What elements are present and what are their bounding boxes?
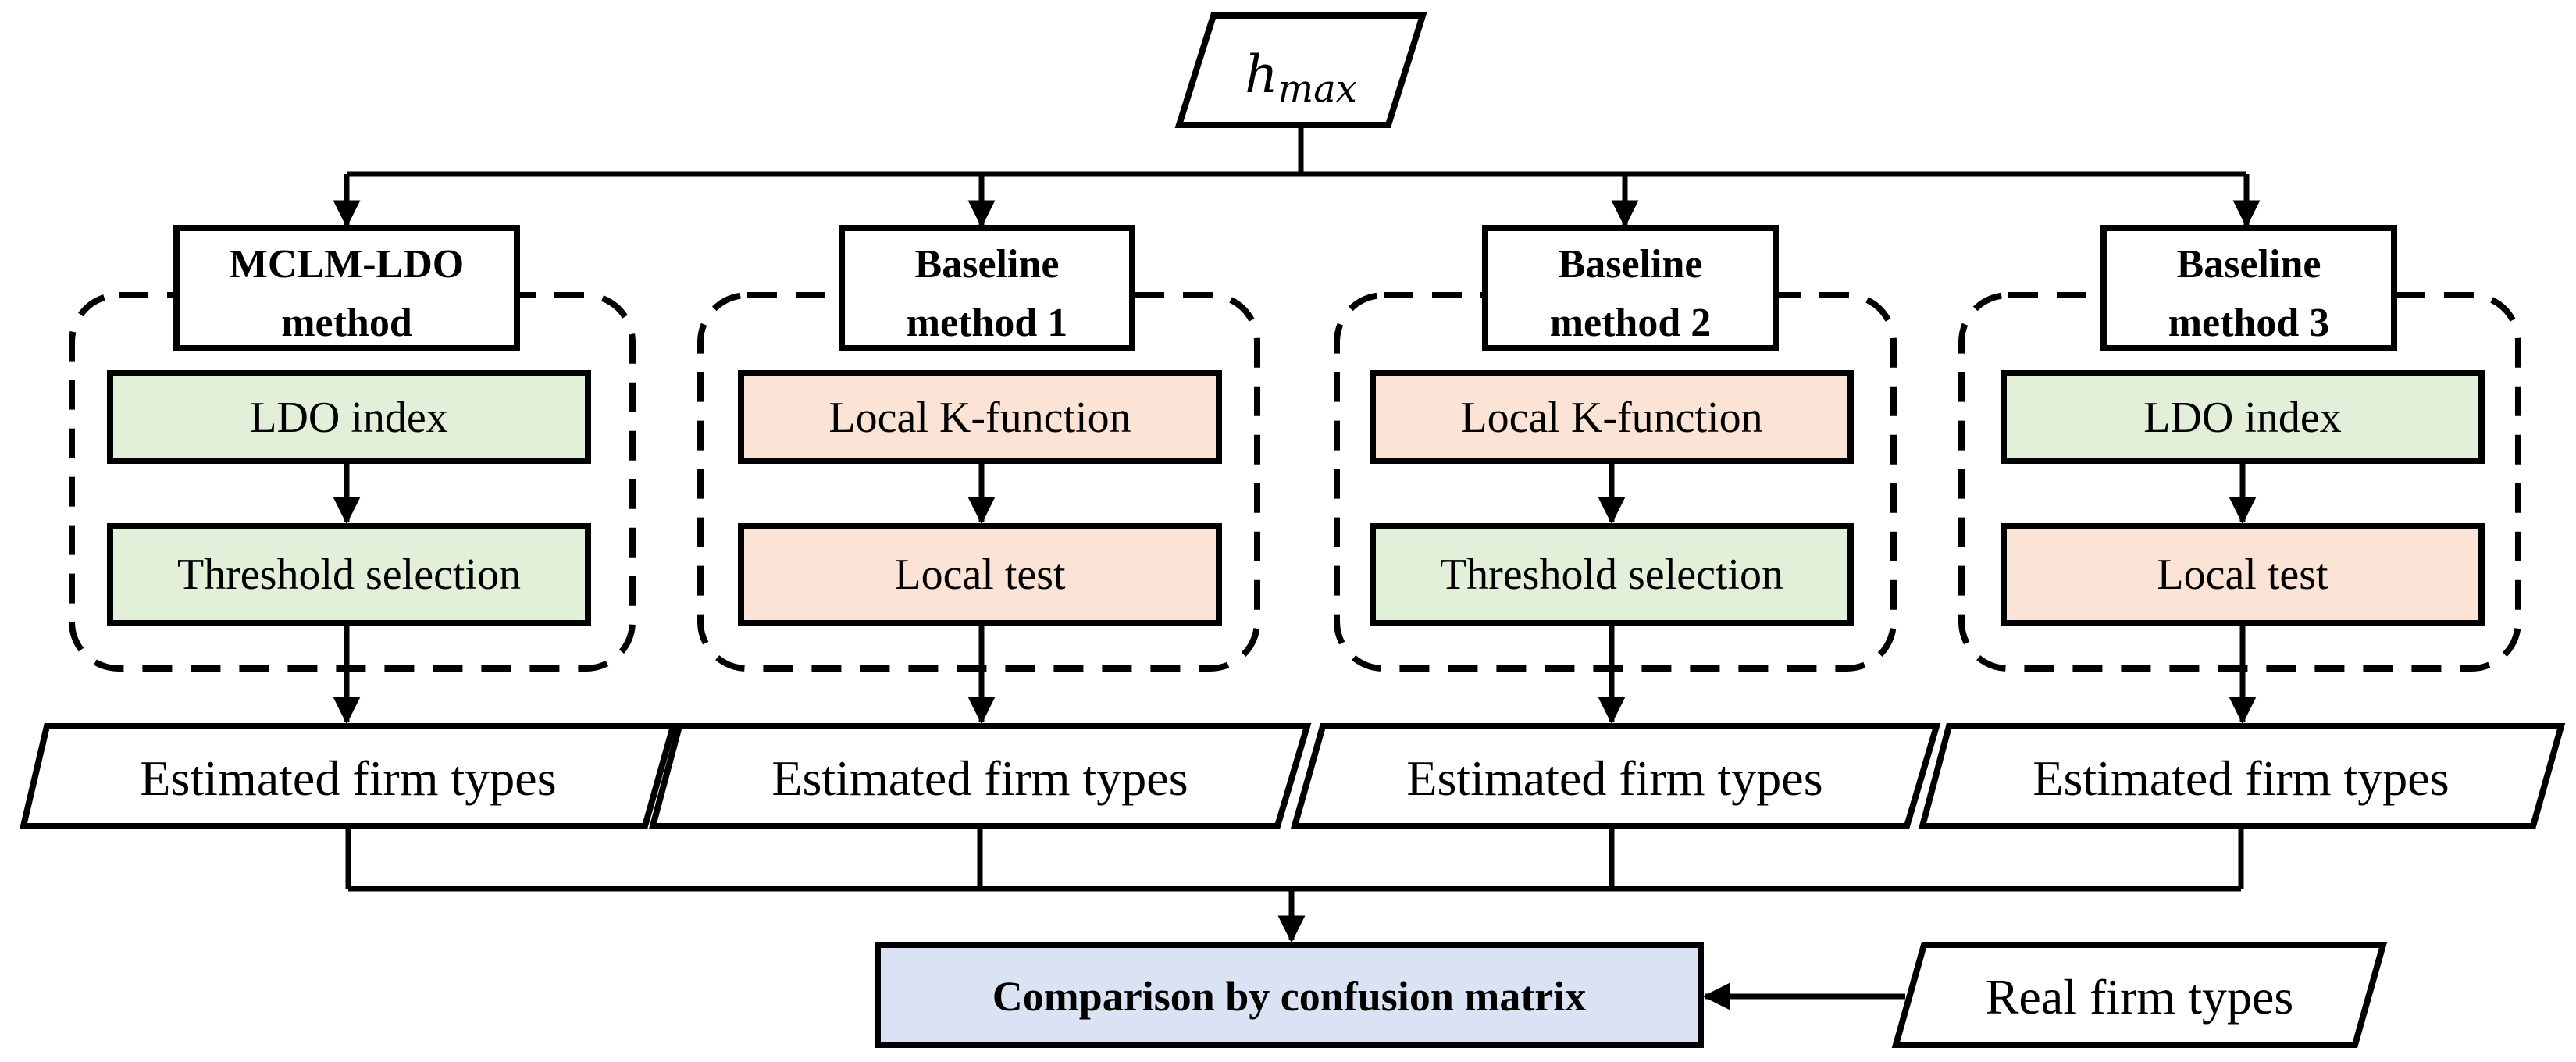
output-estimated-firm-types	[1918, 723, 2566, 829]
method-header-line1: MCLM-LDO	[230, 242, 464, 287]
step-threshold-selection-label: Threshold selection	[177, 551, 521, 599]
step-local-test	[738, 523, 1222, 626]
real-firm-types-shape	[1891, 942, 2388, 1048]
method-header	[839, 225, 1135, 351]
step-local-k-function-label: Local K-function	[1460, 394, 1762, 442]
method-header-line1: Baseline	[1559, 242, 1703, 287]
step-ldo-index-label: LDO index	[250, 394, 448, 442]
method-baseline-3: Baseline method 3 LDO index Local test E…	[1918, 225, 2566, 829]
step-local-k-function-label: Local K-function	[828, 394, 1131, 442]
method-header-line2: method	[281, 301, 412, 345]
output-estimated-firm-types	[19, 723, 678, 829]
method-group-outline	[1334, 292, 1897, 672]
comparison-box-shape	[875, 942, 1704, 1048]
method-header-line2: method 2	[1550, 301, 1712, 345]
merge-connectors	[345, 826, 2244, 943]
output-label: Estimated firm types	[140, 750, 556, 806]
real-firm-types-label: Real firm types	[1986, 969, 2294, 1025]
method-header	[173, 225, 520, 351]
step-local-test-label: Local test	[2157, 551, 2328, 599]
method-baseline-1: Baseline method 1 Local K-function Local…	[648, 225, 1312, 829]
step-local-test-label: Local test	[894, 551, 1066, 599]
hmax-subscript: max	[1278, 67, 1357, 111]
method-header-line2: method 1	[907, 301, 1068, 345]
output-estimated-firm-types	[1290, 723, 1941, 829]
hmax-symbol: h	[1245, 45, 1278, 105]
method-mclm-ldo: MCLM-LDO method LDO index Threshold sele…	[19, 225, 678, 829]
step-local-test	[2001, 523, 2485, 626]
comparison-box: Comparison by confusion matrix	[875, 942, 1704, 1048]
method-header-line1: Baseline	[915, 242, 1060, 287]
method-header	[2100, 225, 2397, 351]
output-estimated-firm-types	[648, 723, 1312, 829]
method-header	[1482, 225, 1779, 351]
hmax-label: hmax	[1245, 45, 1357, 111]
comparison-label: Comparison by confusion matrix	[992, 973, 1587, 1020]
output-label: Estimated firm types	[771, 750, 1188, 806]
step-local-k-function	[1370, 370, 1854, 464]
method-header-line1: Baseline	[2177, 242, 2321, 287]
method-group-outline	[69, 292, 636, 672]
output-label: Estimated firm types	[1406, 750, 1822, 806]
input-hmax: hmax	[1174, 12, 1427, 128]
input-hmax-shape	[1174, 12, 1427, 128]
step-threshold-selection-label: Threshold selection	[1440, 551, 1783, 599]
real-firm-types: Real firm types	[1702, 942, 2388, 1048]
step-ldo-index-label: LDO index	[2143, 394, 2342, 442]
method-header-line2: method 3	[2168, 301, 2330, 345]
step-local-k-function	[738, 370, 1222, 464]
step-threshold-selection	[1370, 523, 1854, 626]
method-baseline-2: Baseline method 2 Local K-function Thres…	[1290, 225, 1941, 829]
input-connectors	[333, 125, 2261, 228]
output-label: Estimated firm types	[2033, 750, 2449, 806]
